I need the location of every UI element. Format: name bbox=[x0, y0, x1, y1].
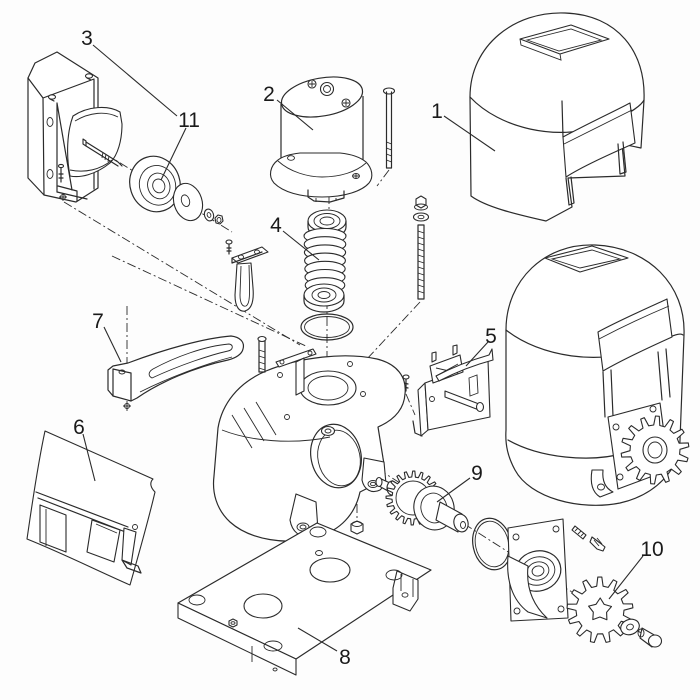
callout-10: 10 bbox=[640, 538, 663, 561]
pulley-washer-small bbox=[203, 208, 215, 222]
leader-line-11 bbox=[160, 127, 187, 181]
part-11-pulley-assembly bbox=[129, 155, 224, 225]
housing-screw bbox=[257, 335, 267, 373]
worm-o-ring bbox=[300, 313, 354, 341]
motor-top-bolts bbox=[307, 79, 351, 108]
callout-4: 4 bbox=[270, 214, 282, 237]
pinion-bolt bbox=[637, 627, 663, 648]
leader-line-4 bbox=[282, 230, 320, 261]
motor-flange bbox=[269, 152, 373, 198]
leader-line-8 bbox=[297, 627, 338, 652]
pulley-washer-large bbox=[172, 182, 204, 222]
callout-11: 11 bbox=[178, 109, 200, 132]
pinion-spline-bore bbox=[588, 597, 613, 621]
stud-fastener-set bbox=[412, 195, 430, 300]
callout-8: 8 bbox=[339, 646, 351, 669]
part-6-mounting-plate bbox=[26, 430, 156, 586]
callout-7: 7 bbox=[92, 310, 104, 333]
gearbox-housing bbox=[212, 335, 406, 542]
worm-bottom-bearing bbox=[303, 283, 345, 313]
bracket-shaft-bolt bbox=[82, 138, 123, 167]
callout-1: 1 bbox=[431, 100, 443, 123]
leader-line-2 bbox=[276, 99, 314, 131]
pinion-washer bbox=[620, 618, 640, 636]
plate-right-bracket bbox=[392, 570, 419, 612]
callouts: 1 2 3 4 5 6 7 8 9 10 11 bbox=[73, 27, 664, 669]
leader-line-3 bbox=[92, 44, 178, 117]
part-8-base-plate bbox=[177, 522, 432, 676]
assembled-drive-unit bbox=[505, 244, 690, 506]
cover-handle-ridge bbox=[519, 24, 610, 61]
belt-loop bbox=[234, 262, 254, 312]
bracket-base-screw-mark bbox=[59, 193, 67, 201]
leader-line-1 bbox=[443, 115, 496, 152]
part-7-release-lever bbox=[107, 335, 245, 411]
switch-roller-pin bbox=[444, 390, 485, 413]
unit-handle-ridge bbox=[544, 245, 629, 273]
unit-mount-hook bbox=[590, 469, 614, 498]
housing-eyelet bbox=[320, 425, 336, 437]
callout-5: 5 bbox=[485, 325, 497, 348]
part-3-motor-bracket bbox=[27, 51, 123, 203]
part-1-cover bbox=[469, 12, 645, 222]
output-shaft bbox=[435, 501, 469, 533]
bracket-face-screw bbox=[57, 163, 65, 183]
bracket-screws bbox=[47, 73, 94, 102]
part-5-limit-switch-bracket bbox=[402, 344, 494, 437]
motor-mounting-bolt bbox=[382, 87, 396, 169]
worm-coils bbox=[303, 227, 347, 294]
plate-bolt bbox=[589, 536, 606, 552]
leader-line-9 bbox=[436, 477, 471, 503]
lever-pivot-mark bbox=[123, 401, 131, 411]
belt-clamp bbox=[225, 239, 269, 312]
part-4-worm-gear bbox=[300, 209, 354, 341]
plate-nut bbox=[228, 618, 238, 628]
callout-9: 9 bbox=[471, 462, 483, 485]
leader-line-10 bbox=[608, 555, 644, 600]
roll-pin bbox=[571, 525, 587, 540]
leader-line-7 bbox=[103, 326, 122, 363]
leader-line-6 bbox=[82, 433, 96, 482]
unit-side-band bbox=[597, 298, 673, 372]
leader-line-5 bbox=[465, 341, 489, 367]
unit-output-gear bbox=[620, 415, 690, 485]
bearing-mount-plate bbox=[507, 518, 569, 622]
part-2-motor bbox=[269, 76, 373, 203]
callout-2: 2 bbox=[263, 83, 275, 106]
cover-side-band bbox=[562, 102, 636, 178]
callout-3: 3 bbox=[81, 27, 93, 50]
pulley-nut bbox=[214, 214, 224, 225]
part-10-pinion-assembly bbox=[507, 518, 663, 648]
callout-6: 6 bbox=[73, 416, 85, 439]
